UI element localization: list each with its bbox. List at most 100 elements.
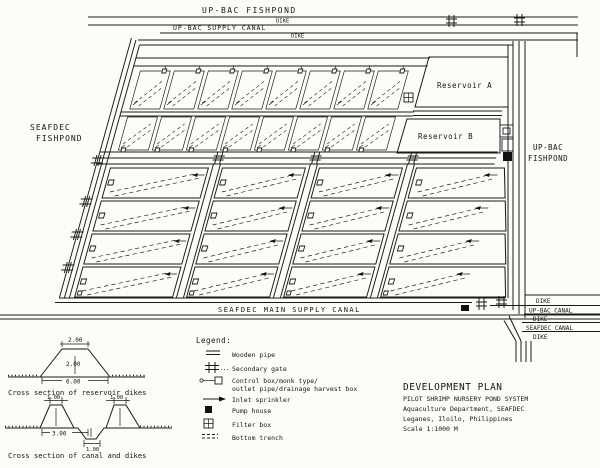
legend-inlet-sprinkler-label: Inlet sprinkler — [232, 396, 291, 404]
nursery-pond-row-1 — [129, 65, 411, 110]
dike-label-top-1: DIKE — [276, 19, 289, 25]
cross-section-canal: 1.00 1.00 3.00 1.00 Cross section of can… — [5, 395, 172, 460]
growout-pond — [204, 200, 297, 232]
growout-pond — [407, 167, 506, 199]
pond-detail — [384, 271, 472, 296]
column-separator-canals — [175, 164, 416, 298]
growout-pond — [101, 167, 209, 199]
reservoir-a-label: Reservoir A — [437, 81, 492, 90]
cross-section-reservoir: 2.00 2.00 6.00 Cross section of reservoi… — [8, 337, 146, 397]
dim-canal-bottom: 1.00 — [86, 447, 99, 453]
bottom-trench-icon — [202, 434, 218, 439]
reservoir-gap-canal — [413, 110, 502, 116]
nursery-pond — [355, 116, 397, 153]
seafdec-fishpond-line2: FISHPOND — [36, 134, 83, 143]
growout-pond — [195, 233, 288, 265]
drain-box — [188, 290, 195, 296]
growout-pond-grid — [74, 167, 507, 298]
nursery-pond — [185, 116, 227, 153]
main-canal-label: SEAFDEC MAIN SUPPLY CANAL — [218, 306, 361, 314]
bottom-right-canal-stack: DIKE UP-BAC CANAL DIKE SEAFDEC CANAL DIK… — [490, 294, 600, 341]
nursery-pond — [219, 116, 261, 153]
filter-box-icon — [203, 418, 214, 429]
canal-profile — [5, 427, 172, 440]
upbac-fishpond-right-label: UP-BAC FISHPOND — [528, 143, 568, 163]
legend-pump-house-label: Pump house — [232, 407, 271, 415]
drain-box — [76, 290, 83, 296]
growout-pond — [186, 266, 279, 298]
legend-title: Legend: — [196, 336, 231, 345]
field-top-canal — [133, 44, 513, 67]
legend-secondary-gate-label: Secondary gate — [232, 365, 287, 373]
mid-canal — [119, 111, 415, 117]
secondary-gate-symbol — [513, 13, 526, 27]
dim-top-width: 2.00 — [68, 337, 83, 344]
growout-pond — [83, 233, 191, 265]
dim-right-dike: 1.00 — [110, 395, 123, 401]
growout-pond — [213, 167, 306, 199]
legend-bottom-trench-label: Bottom trench — [232, 434, 283, 442]
main-supply-canal: SEAFDEC MAIN SUPPLY CANAL — [0, 295, 600, 320]
title-line4: Leganes, Iloilo, Philippines — [403, 415, 513, 423]
upbac-supply-canal-label: UP-BAC SUPPLY CANAL — [173, 24, 266, 32]
br-dike-1-label: DIKE — [536, 298, 551, 305]
control-box-icon — [199, 376, 223, 385]
seafdec-fishpond-line1: SEAFDEC — [30, 123, 71, 132]
wooden-pipe-icon — [206, 350, 220, 355]
outlet-structure-inner — [502, 127, 511, 135]
pond-detail — [402, 205, 490, 230]
br-seafdec-canal-label: SEAFDEC CANAL — [526, 325, 573, 332]
growout-pond — [389, 233, 507, 265]
dim-height: 2.00 — [66, 361, 81, 368]
legend-control-box-label: Control box/monk type/ — [232, 377, 318, 385]
growout-pond — [398, 200, 507, 232]
secondary-gate-symbol — [475, 297, 488, 311]
pump-house-icon — [205, 406, 212, 413]
nursery-pond — [253, 116, 295, 153]
reservoirs: Reservoir A Reservoir B — [396, 56, 514, 161]
title-line3: Aquaculture Department, SEAFDEC — [403, 405, 524, 413]
dim-left-dike: 1.00 — [47, 395, 60, 401]
left-boundary-canal — [58, 38, 141, 298]
reservoir-b-outline — [396, 118, 501, 154]
growout-pond — [379, 266, 507, 298]
pond-field — [58, 38, 513, 299]
br-dike-3-label: DIKE — [533, 334, 548, 341]
legend: Legend: Wooden pipe Secondary gate Contr… — [196, 336, 357, 442]
seafdec-fishpond-label: SEAFDEC FISHPOND — [30, 123, 83, 143]
drain-box — [382, 290, 389, 296]
br-upbac-canal-label: UP-BAC CANAL — [529, 308, 573, 315]
dim-span: 3.00 — [52, 431, 67, 438]
secondary-gate-icon — [205, 362, 230, 373]
nursery-pond — [117, 116, 159, 153]
cross-section-reservoir-label: Cross section of reservoir dikes — [8, 388, 146, 397]
pond-detail — [393, 238, 481, 263]
canal-dike-left — [39, 404, 75, 429]
right-canal — [503, 41, 532, 362]
legend-control-box-label2: outlet pipe/drainage harvest box — [232, 385, 357, 393]
pump-house-symbol — [461, 305, 469, 311]
lower-field-top-canal — [96, 151, 498, 165]
title-line2: PILOT SHRIMP NURSERY POND SYSTEM — [403, 395, 528, 403]
pond-detail — [412, 172, 499, 197]
upbac-right-line2: FISHPOND — [528, 154, 568, 163]
legend-wooden-pipe-label: Wooden pipe — [232, 351, 275, 359]
canal-dike-right — [105, 404, 141, 429]
dike-label-top-2: DIKE — [291, 34, 304, 40]
upbac-right-line1: UP-BAC — [533, 143, 563, 152]
filter-box-symbol — [403, 92, 414, 103]
nursery-pond-row-2 — [117, 116, 397, 153]
br-dike-2-label: DIKE — [533, 316, 548, 323]
title-line1: DEVELOPMENT PLAN — [403, 382, 503, 393]
growout-pond — [92, 200, 200, 232]
growout-pond — [74, 266, 182, 298]
title-block: DEVELOPMENT PLAN PILOT SHRIMP NURSERY PO… — [403, 382, 528, 433]
growout-pond — [301, 200, 394, 232]
cross-section-canal-label: Cross section of canal and dikes — [8, 451, 146, 460]
growout-pond — [310, 167, 403, 199]
drain-box — [285, 290, 292, 296]
upbac-fishpond-top-label: UP-BAC FISHPOND — [202, 6, 297, 15]
title-line5: Scale 1:1000 M — [403, 425, 458, 433]
upbac-top-band: UP-BAC FISHPOND DIKE UP-BAC SUPPLY CANAL… — [88, 6, 578, 57]
